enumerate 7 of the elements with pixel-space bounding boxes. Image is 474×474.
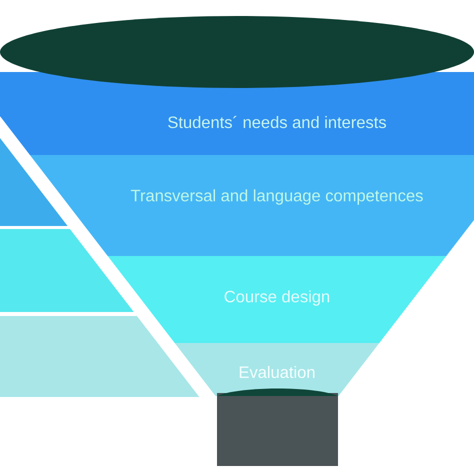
side-band bbox=[0, 229, 134, 312]
side-band bbox=[0, 316, 200, 397]
node-label: Evaluation bbox=[240, 366, 314, 378]
funnel-band: Course design bbox=[108, 256, 446, 343]
side-band bbox=[0, 138, 68, 226]
funnel-band: Students´ needs and interests bbox=[0, 72, 474, 155]
funnel-band: Transversal and language competences bbox=[30, 155, 474, 256]
